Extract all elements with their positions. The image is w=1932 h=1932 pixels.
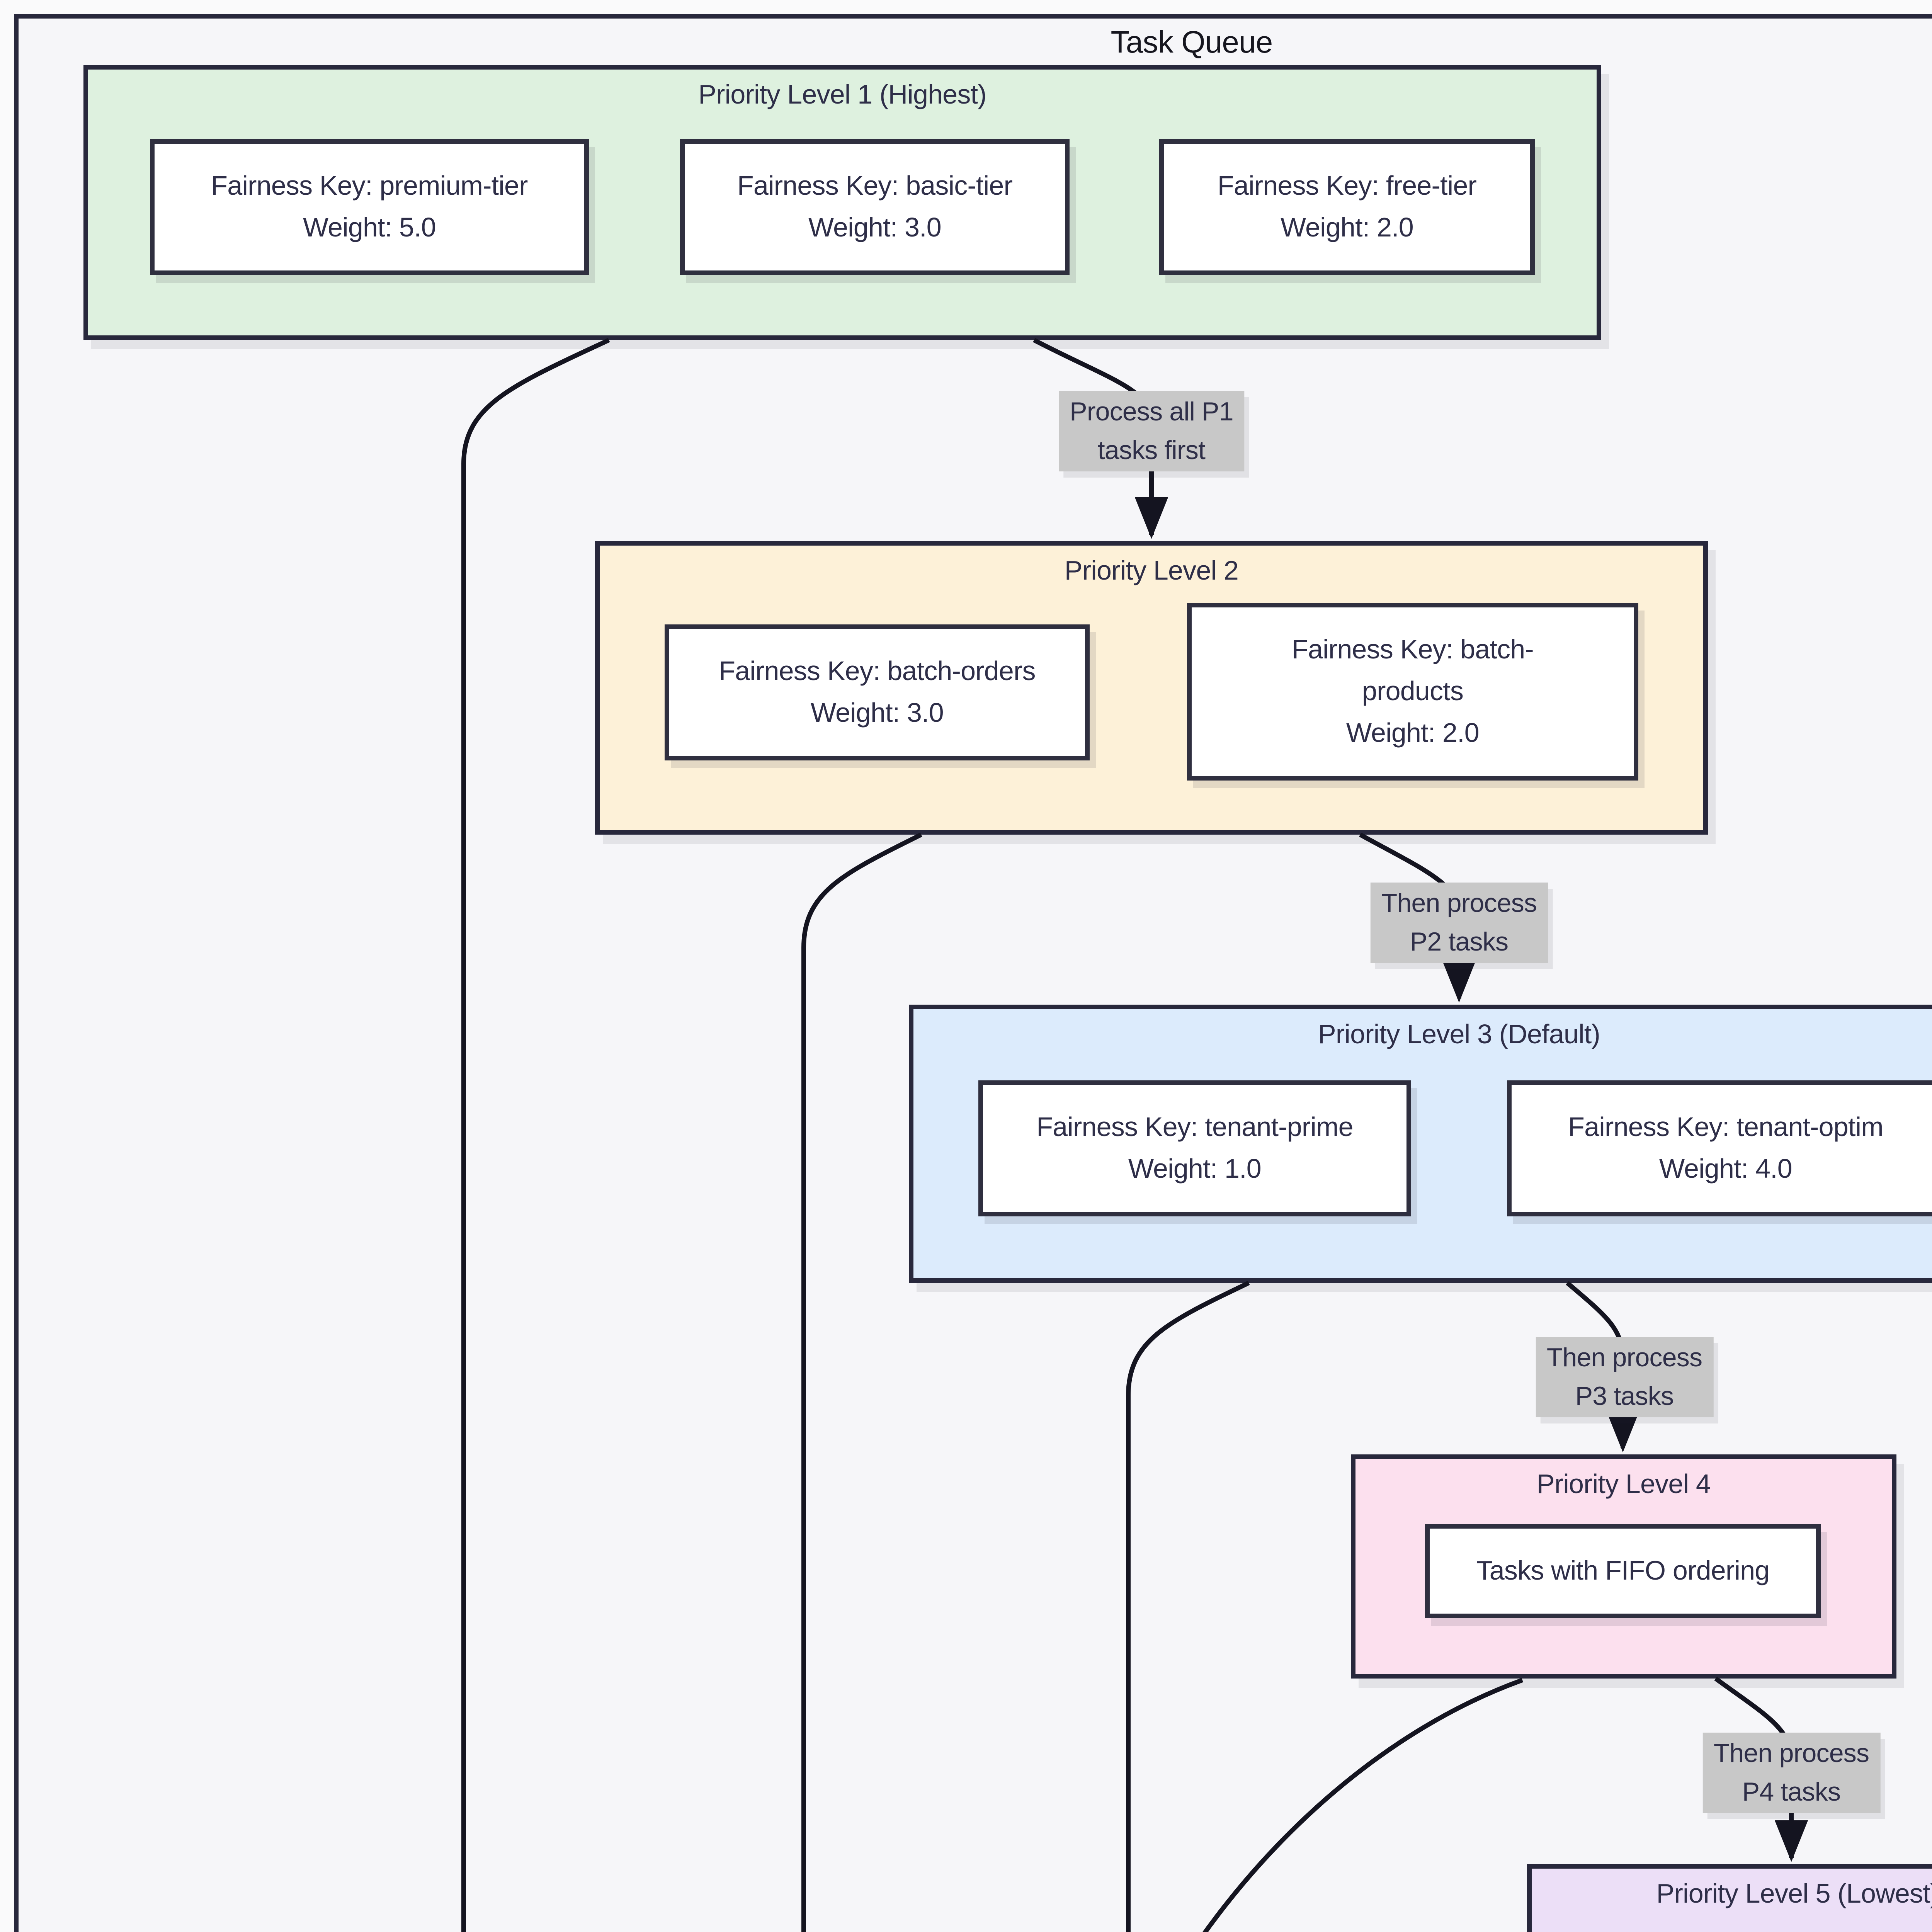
node-p4-fifo: Tasks with FIFO ordering — [1425, 1524, 1821, 1618]
node-tenant-optim: Fairness Key: tenant-optim Weight: 4.0 — [1507, 1080, 1932, 1216]
edge-label-p2-p3: Then process P2 tasks — [1370, 883, 1548, 963]
node-batch-products: Fairness Key: batch- products Weight: 2.… — [1187, 603, 1638, 781]
node-basic-tier: Fairness Key: basic-tier Weight: 3.0 — [680, 139, 1070, 275]
task-queue-title: Task Queue — [1111, 26, 1273, 60]
edge-label-p4-p5: Then process P4 tasks — [1702, 1733, 1880, 1813]
priority-level-4-title: Priority Level 4 — [1536, 1468, 1711, 1499]
node-batch-orders: Fairness Key: batch-orders Weight: 3.0 — [665, 624, 1090, 760]
priority-level-1-title: Priority Level 1 (Highest) — [698, 79, 986, 110]
node-tenant-prime: Fairness Key: tenant-prime Weight: 1.0 — [978, 1080, 1411, 1216]
priority-level-5-box: Priority Level 5 (Lowest) — [1527, 1864, 1932, 1932]
node-premium-tier: Fairness Key: premium-tier Weight: 5.0 — [150, 139, 589, 275]
priority-level-3-title: Priority Level 3 (Default) — [1318, 1019, 1600, 1049]
priority-level-2-title: Priority Level 2 — [1064, 555, 1239, 586]
edge-label-p1-p2: Process all P1 tasks first — [1059, 391, 1244, 471]
edge-label-p3-p4: Then process P3 tasks — [1536, 1337, 1713, 1417]
priority-level-5-title: Priority Level 5 (Lowest) — [1656, 1878, 1932, 1909]
node-free-tier: Fairness Key: free-tier Weight: 2.0 — [1159, 139, 1535, 275]
